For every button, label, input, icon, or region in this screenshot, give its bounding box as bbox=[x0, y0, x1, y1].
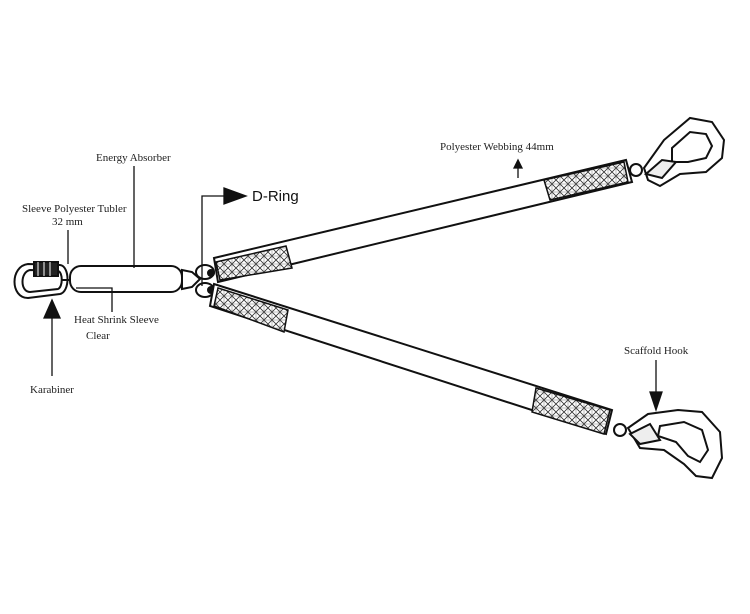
label-sleeve-line2: 32 mm bbox=[52, 216, 83, 228]
upper-webbing-leg bbox=[212, 158, 634, 284]
label-polyester-webbing: Polyester Webbing 44mm bbox=[440, 141, 554, 153]
karabiner bbox=[13, 261, 69, 300]
energy-absorber bbox=[62, 265, 202, 293]
label-energy-absorber: Energy Absorber bbox=[96, 152, 171, 164]
label-heat-shrink-line1: Heat Shrink Sleeve bbox=[74, 314, 159, 326]
upper-scaffold-hook bbox=[629, 116, 726, 188]
label-scaffold-hook: Scaffold Hook bbox=[624, 345, 689, 357]
label-heat-shrink-line2: Clear bbox=[86, 330, 110, 342]
label-sleeve-line1: Sleeve Polyester Tubler bbox=[22, 203, 127, 215]
leader-lines bbox=[42, 158, 663, 413]
label-d-ring: D-Ring bbox=[252, 188, 299, 205]
lower-scaffold-hook bbox=[613, 408, 724, 480]
lower-webbing-leg bbox=[208, 282, 614, 436]
label-karabiner: Karabiner bbox=[30, 384, 74, 396]
